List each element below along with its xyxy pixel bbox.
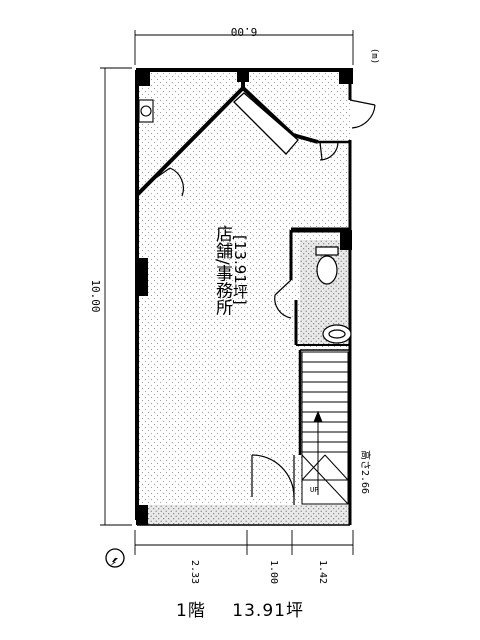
floor-name: 1階 — [176, 601, 206, 621]
dim-bottom-1: 2.33 — [189, 560, 200, 584]
dim-unit: (m) — [369, 48, 379, 64]
floor-area: 13.91坪 — [232, 601, 304, 621]
dim-bottom-2: 1.00 — [268, 560, 279, 584]
columns — [136, 68, 353, 525]
room-area: [13.91坪] — [231, 235, 249, 305]
north-arrow-icon — [105, 548, 125, 568]
toilet-icon — [315, 246, 339, 285]
washbasin-icon — [322, 324, 352, 344]
entrance-step — [137, 505, 350, 525]
dimension-lines — [100, 30, 354, 555]
door-swing-icon — [149, 99, 376, 505]
dim-bottom-3: 1.42 — [317, 560, 328, 584]
dim-left-height: 10.00 — [89, 279, 102, 312]
room-name: 店舗/事務所 — [212, 225, 233, 316]
floor-caption: 1階 13.91坪 — [0, 596, 480, 621]
dim-top-width: 6.00 — [231, 25, 258, 38]
ceiling-height: 高さ2.66 — [359, 450, 372, 494]
storage-closet — [233, 92, 299, 155]
staircase — [301, 351, 349, 505]
floor-area — [137, 70, 350, 525]
stair-up-label: UP — [310, 486, 318, 494]
sink-icon — [138, 99, 154, 123]
